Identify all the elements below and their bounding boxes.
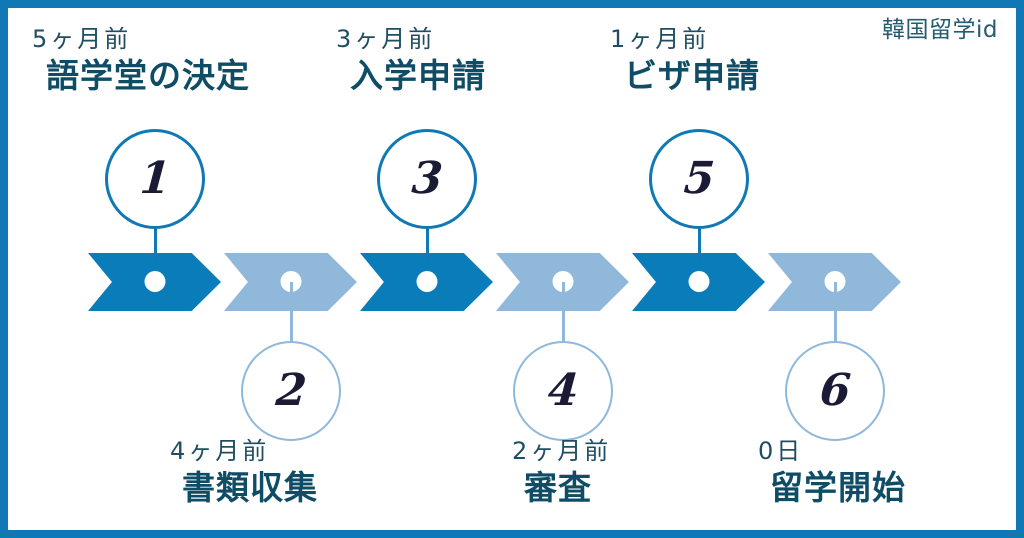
chevron-step-3 xyxy=(360,253,493,311)
chevron-dot-2 xyxy=(280,271,301,292)
timeline-chevron-band xyxy=(88,253,901,311)
frame-border-top xyxy=(0,0,1024,8)
connector-stem-2 xyxy=(290,282,293,342)
step-number-circle-4[interactable]: 4 xyxy=(513,341,613,441)
step-number-circle-5[interactable]: 5 xyxy=(649,129,749,229)
caption-step-4: 2ヶ月前 審査 xyxy=(498,437,612,507)
brand-logo: 韓国留学id xyxy=(882,17,998,43)
caption-step-3: 3ヶ月前 入学申請 xyxy=(336,25,486,95)
caption-step-2: 4ヶ月前 書類収集 xyxy=(156,437,318,507)
caption-time-6: 0日 xyxy=(758,437,804,465)
caption-time-1: 5ヶ月前 xyxy=(32,25,132,53)
step-number-6: 6 xyxy=(817,365,853,416)
connector-stem-5 xyxy=(698,228,701,260)
step-number-circle-2[interactable]: 2 xyxy=(241,341,341,441)
chevron-step-5 xyxy=(632,253,765,311)
caption-step-6: 0日 留学開始 xyxy=(744,437,906,507)
connector-stem-6 xyxy=(834,282,837,342)
connector-stem-3 xyxy=(426,228,429,260)
frame-border-left xyxy=(0,0,8,538)
chevron-dot-6 xyxy=(824,271,845,292)
caption-title-6: 留学開始 xyxy=(770,467,906,507)
caption-title-1: 語学堂の決定 xyxy=(46,55,250,95)
caption-step-5: 1ヶ月前 ビザ申請 xyxy=(610,25,760,95)
caption-title-2: 書類収集 xyxy=(182,467,318,507)
chevron-dot-5 xyxy=(688,271,709,292)
caption-title-3: 入学申請 xyxy=(350,55,486,95)
chevron-dot-4 xyxy=(552,271,573,292)
connector-stem-4 xyxy=(562,282,565,342)
caption-title-4: 審査 xyxy=(524,467,592,507)
step-number-circle-6[interactable]: 6 xyxy=(785,341,885,441)
caption-step-1: 5ヶ月前 語学堂の決定 xyxy=(32,25,250,95)
chevron-dot-1 xyxy=(144,271,165,292)
connector-stem-1 xyxy=(154,228,157,260)
step-number-circle-3[interactable]: 3 xyxy=(377,129,477,229)
step-number-1: 1 xyxy=(137,153,173,204)
step-number-4: 4 xyxy=(545,365,581,416)
chevron-dot-3 xyxy=(416,271,437,292)
caption-title-5: ビザ申請 xyxy=(624,55,760,95)
step-number-5: 5 xyxy=(681,153,717,204)
frame-border-bottom xyxy=(0,530,1024,538)
caption-time-5: 1ヶ月前 xyxy=(610,25,710,53)
caption-time-3: 3ヶ月前 xyxy=(336,25,436,53)
chevron-step-1 xyxy=(88,253,221,311)
step-number-3: 3 xyxy=(409,153,445,204)
step-number-2: 2 xyxy=(273,365,309,416)
frame-border-right xyxy=(1016,0,1024,538)
caption-time-2: 4ヶ月前 xyxy=(170,437,270,465)
step-number-circle-1[interactable]: 1 xyxy=(105,129,205,229)
caption-time-4: 2ヶ月前 xyxy=(512,437,612,465)
